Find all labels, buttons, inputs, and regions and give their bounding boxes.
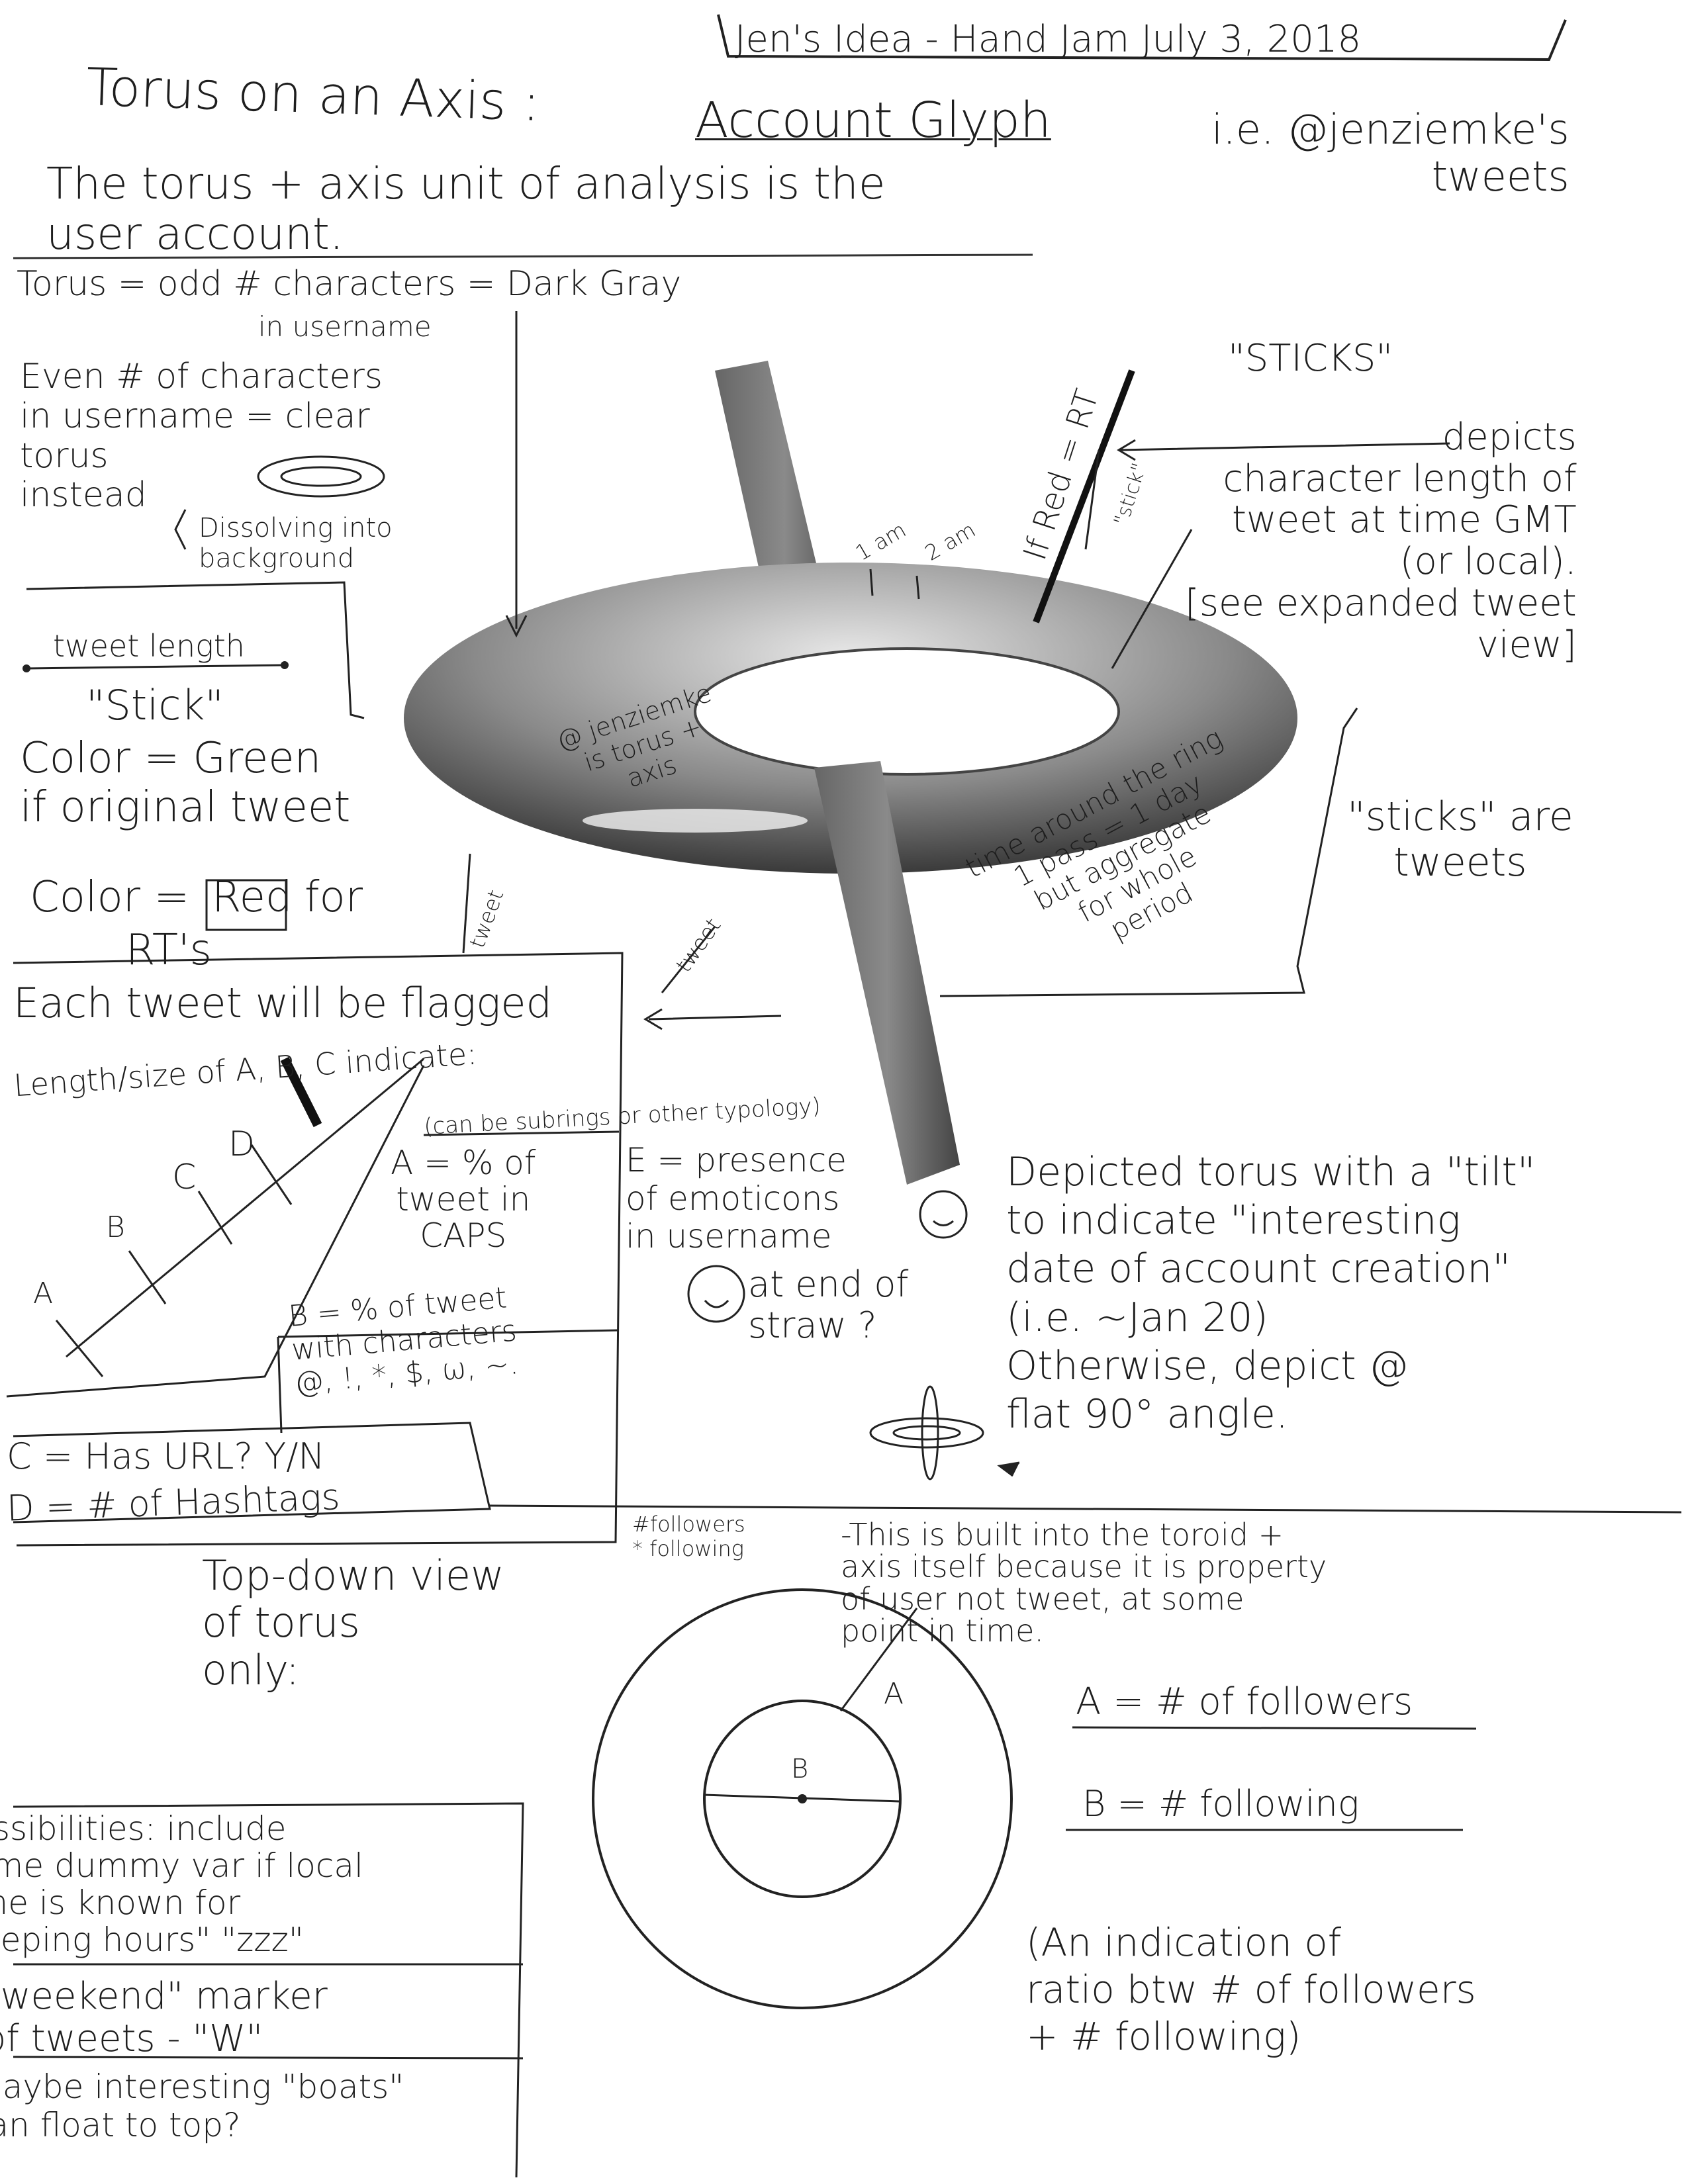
- a-definition: A = # of followers: [1076, 1680, 1413, 1723]
- axis-label-d: D: [228, 1124, 256, 1164]
- possibility-weekend-marker: "weekend" marker of tweets - "W": [0, 1975, 328, 2061]
- red-color-suffix: for: [305, 873, 363, 922]
- torus-odd-rule: Torus = odd # characters = Dark Gray: [17, 264, 682, 304]
- flag-box-title: Each tweet will be flagged: [13, 979, 552, 1027]
- account-glyph-title: Account Glyph: [695, 92, 1051, 149]
- possibility-boats: maybe interesting "boats" can float to t…: [0, 2068, 404, 2144]
- flag-b-definition: B = % of tweet with characters @, !, *, …: [287, 1281, 520, 1400]
- sticks-description: depicts character length of tweet at tim…: [1185, 416, 1577, 666]
- flag-a-definition: A = % of tweet in CAPS: [391, 1144, 536, 1255]
- tilt-glyph-icon: [869, 1385, 1020, 1480]
- red-color-prefix: Color =: [30, 873, 190, 922]
- torus-even-rule: Even # of characters in username = clear…: [20, 357, 383, 516]
- axis-label-c: C: [172, 1158, 197, 1197]
- red-color-value: Red: [212, 873, 293, 922]
- rts-label: RT's: [126, 926, 212, 975]
- tilt-note: Depicted torus with a "tilt" to indicate…: [1006, 1149, 1536, 1437]
- stick-label: "Stick": [86, 681, 224, 729]
- tweet-length-label: tweet length: [53, 628, 245, 664]
- unit-of-analysis-note: The torus + axis unit of analysis is the…: [46, 158, 886, 259]
- sticks-are-tweets: "sticks" are tweets: [1347, 794, 1573, 886]
- torus-ring: [404, 563, 1297, 874]
- b-definition: B = # following: [1082, 1783, 1360, 1825]
- emoticons-note: E = presence of emoticons in username: [626, 1141, 847, 1255]
- ring-label-b: B: [791, 1754, 809, 1784]
- ring-label-a: A: [884, 1677, 904, 1711]
- header-title: Jen's Idea - Hand Jam July 3, 2018: [735, 18, 1362, 61]
- top-down-torus: [592, 1588, 1013, 2009]
- dissolving-note: Dissolving into background: [199, 513, 393, 574]
- emoticon-straw-note: at end of straw ?: [748, 1263, 909, 1347]
- example-account: i.e. @jenziemke's tweets: [1211, 105, 1570, 201]
- followers-following-note: #followers * following: [632, 1512, 745, 1561]
- flag-c-definition: C = Has URL? Y/N: [7, 1435, 325, 1477]
- axis-label-b: B: [106, 1210, 125, 1244]
- rt-stick: [1033, 369, 1135, 623]
- property-note: -This is built into the toroid + axis it…: [841, 1517, 1327, 1649]
- sticks-title: "STICKS": [1228, 337, 1393, 380]
- abcd-axis: [6, 1056, 425, 1398]
- green-color-rule: Color = Green if original tweet: [20, 734, 351, 832]
- possibility-sleeping-hours: Possibilities: include some dummy var if…: [0, 1809, 363, 1959]
- torus-odd-rule-sub: in username: [258, 310, 432, 343]
- ratio-note: (An indication of ratio btw # of followe…: [1026, 1920, 1476, 2059]
- axis-label-a: A: [33, 1277, 54, 1310]
- axis-stick-front: [814, 761, 960, 1185]
- top-down-title: Top-down view of torus only:: [202, 1551, 504, 1694]
